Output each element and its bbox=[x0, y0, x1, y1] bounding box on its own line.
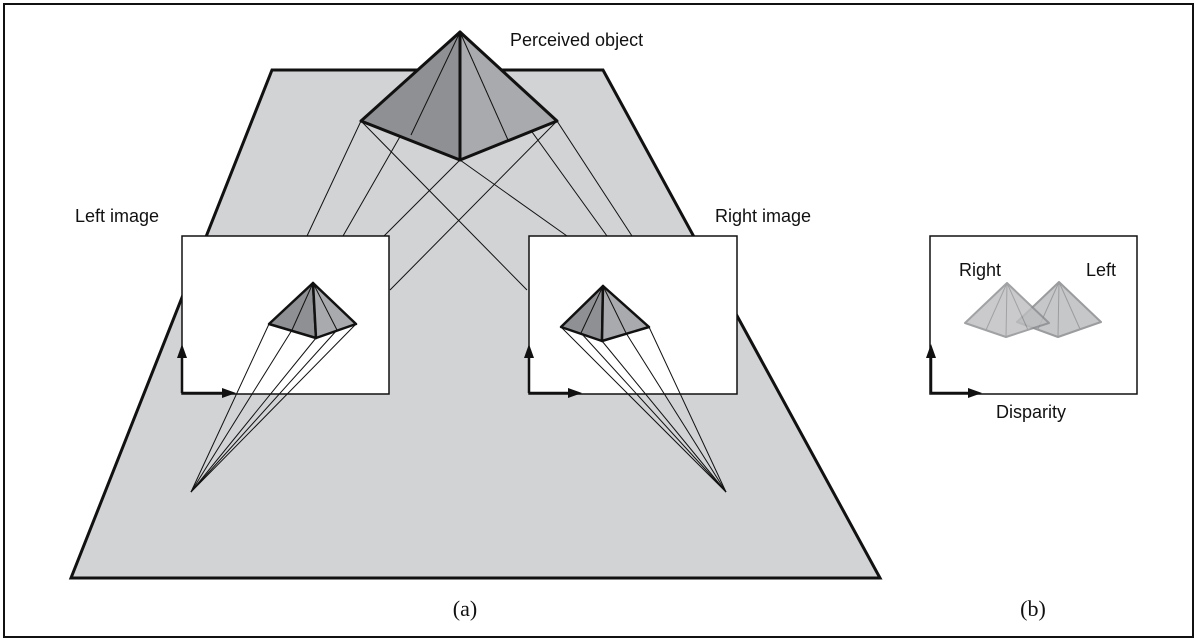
right-eye-rays bbox=[560, 326, 727, 493]
left-eye-rays bbox=[190, 323, 357, 493]
perceived-object-pyramid bbox=[359, 30, 559, 162]
left-image-panel bbox=[177, 235, 390, 398]
inset-right-label: Right bbox=[959, 260, 1001, 280]
right-image-axes bbox=[524, 344, 582, 398]
left-image-label: Left image bbox=[75, 206, 159, 226]
caption-b: (b) bbox=[1020, 596, 1046, 621]
inset-left-label: Left bbox=[1086, 260, 1116, 280]
perceived-object-label: Perceived object bbox=[510, 30, 643, 50]
right-image-pyramid bbox=[559, 284, 651, 343]
disparity-right-pyramid bbox=[964, 282, 1050, 338]
disparity-axes bbox=[926, 344, 982, 398]
left-image-axes bbox=[177, 344, 236, 398]
disparity-panel bbox=[926, 235, 1138, 398]
right-image-panel bbox=[524, 235, 738, 398]
caption-a: (a) bbox=[453, 596, 477, 621]
disparity-label: Disparity bbox=[996, 402, 1066, 422]
left-image-pyramid bbox=[267, 281, 358, 340]
right-image-label: Right image bbox=[715, 206, 811, 226]
figure-border bbox=[3, 3, 1194, 638]
